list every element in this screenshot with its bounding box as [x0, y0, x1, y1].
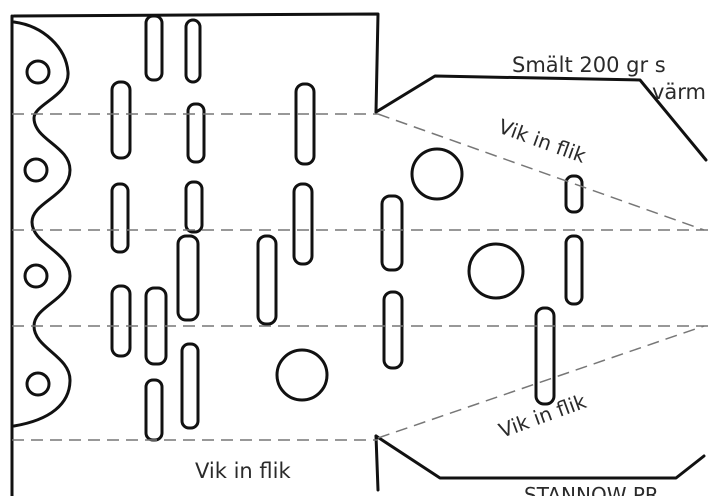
stripe [186, 102, 206, 164]
scallop-border [12, 20, 72, 428]
stripe [382, 290, 404, 370]
fold-flap-label-bottom-left: Vik in flik [195, 459, 291, 483]
stripe [292, 182, 314, 266]
fold-flap-label-bottom-right: Vik in flik [496, 389, 590, 443]
stripe [564, 234, 584, 306]
stripe [294, 82, 316, 166]
stripe [534, 306, 556, 406]
dot [467, 242, 525, 300]
stripe [180, 342, 200, 430]
stripe [110, 284, 132, 358]
scallop-circle-1 [25, 59, 51, 85]
stripe [256, 234, 278, 326]
stripe [184, 18, 202, 84]
stripe [144, 14, 164, 82]
scallop-circle-3 [23, 263, 49, 289]
fold-line [377, 325, 705, 439]
dot [275, 348, 329, 402]
recipe-line-1: Smält 200 gr s [512, 53, 666, 77]
scallop-circle-4 [25, 371, 51, 397]
recipe-line-2: värm [652, 80, 706, 104]
stripe [564, 174, 584, 214]
footer-brand: STANNOW PR [524, 483, 659, 496]
stripe [110, 80, 132, 160]
stripe [110, 182, 130, 254]
scallop-circle-2 [23, 157, 49, 183]
stripe [184, 180, 204, 234]
stripe [380, 194, 404, 272]
fold-flap-label-top: Vik in flik [495, 114, 589, 168]
dot [410, 147, 464, 201]
right-flap-outline [374, 74, 708, 480]
stripe [176, 234, 200, 322]
left-panel-outline [10, 12, 380, 496]
stripe [144, 378, 164, 442]
fold-line [377, 113, 705, 231]
